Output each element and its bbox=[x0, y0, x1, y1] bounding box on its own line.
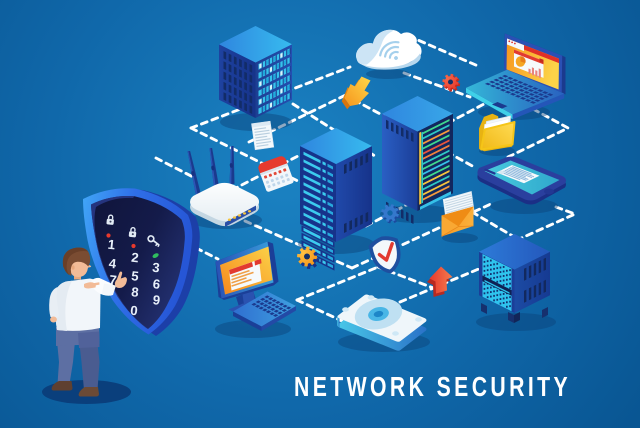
svg-text:4: 4 bbox=[108, 256, 118, 272]
svg-text:0: 0 bbox=[130, 303, 139, 319]
svg-text:6: 6 bbox=[152, 276, 161, 292]
svg-text:2: 2 bbox=[131, 250, 140, 266]
svg-text:8: 8 bbox=[131, 284, 140, 300]
svg-text:7: 7 bbox=[109, 272, 118, 288]
svg-text:1: 1 bbox=[107, 237, 116, 253]
svg-text:9: 9 bbox=[152, 292, 161, 308]
svg-text:NETWORK SECURITY: NETWORK SECURITY bbox=[294, 371, 571, 402]
svg-text:3: 3 bbox=[152, 260, 161, 276]
svg-text:5: 5 bbox=[131, 268, 140, 284]
